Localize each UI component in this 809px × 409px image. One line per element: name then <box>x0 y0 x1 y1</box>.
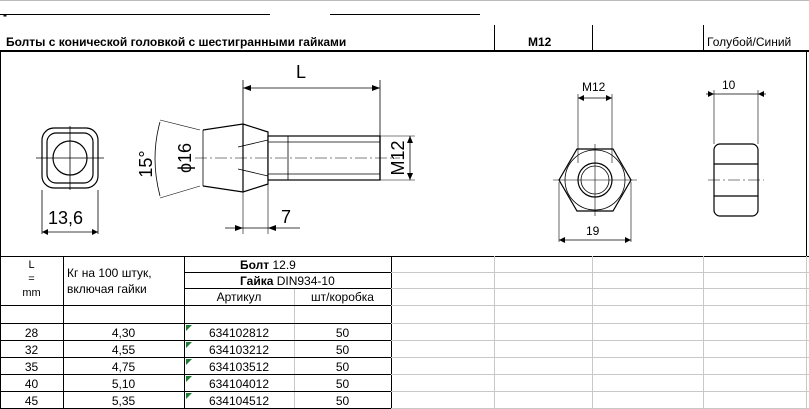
color-label: Голубой/Синий <box>707 35 792 49</box>
cell-length: 45 <box>24 394 39 408</box>
col-kg-line-1: Кг на 100 штук, <box>67 266 152 280</box>
nut-value: DIN934-10 <box>276 274 335 288</box>
col-divider-2 <box>184 256 185 408</box>
col-L-line-2: = <box>28 273 35 285</box>
dim-nut-10-label: 10 <box>722 78 736 92</box>
dim-width-label: 13,6 <box>48 208 83 228</box>
col-divider-3 <box>391 256 392 408</box>
nut-label: Гайка <box>240 274 274 288</box>
top-border <box>0 0 809 1</box>
cell-article: 634103512 <box>208 360 270 374</box>
cell-weight: 5,10 <box>111 377 136 391</box>
top-mid-rule <box>330 14 480 15</box>
gray-rule-3 <box>391 305 809 306</box>
cell-weight: 4,30 <box>111 326 136 340</box>
frame-right <box>806 52 807 256</box>
dim-L-label: L <box>296 62 306 82</box>
cell-length: 40 <box>24 377 39 391</box>
bolt-side-view <box>154 80 415 234</box>
dim-head-label: 7 <box>281 207 291 227</box>
cell-length: 32 <box>24 343 39 357</box>
cell-article: 634104512 <box>208 394 270 408</box>
technical-drawing: L 15° ϕ16 M12 7 13,6 M12 19 10 <box>36 62 766 243</box>
article-header: Артикул <box>216 290 262 304</box>
row-rule <box>0 374 391 375</box>
col-L-line-3: mm <box>22 287 41 299</box>
top-left-rule <box>0 14 270 15</box>
col-divider-4 <box>494 256 495 408</box>
product-title: Болты с конической головкой с шестигранн… <box>6 35 347 49</box>
green-marker-icon <box>186 393 192 399</box>
header-divider-2 <box>592 25 593 51</box>
green-marker-icon <box>186 376 192 382</box>
bolt-end-view <box>36 126 104 235</box>
header-divider-3 <box>703 25 704 51</box>
cell-qty: 50 <box>335 360 350 374</box>
cell-qty: 50 <box>335 343 350 357</box>
cell-length: 28 <box>24 326 39 340</box>
bolt-row-rule <box>184 272 391 273</box>
green-marker-icon <box>186 325 192 331</box>
col-divider-art-qty <box>294 288 295 408</box>
header-bottom <box>0 305 391 306</box>
col-divider-6 <box>703 256 704 408</box>
cell-article: 634104012 <box>208 377 270 391</box>
gray-rule-4 <box>391 323 809 324</box>
cell-qty: 50 <box>335 326 350 340</box>
header-divider-1 <box>494 25 495 51</box>
row-rule <box>0 340 391 341</box>
cell-qty: 50 <box>335 377 350 391</box>
col-divider-5 <box>592 256 593 408</box>
dim-angle-label: 15° <box>136 150 156 177</box>
cell-length: 35 <box>24 360 39 374</box>
row-rule-gray <box>391 374 809 375</box>
bolt-label: Болт <box>240 258 270 272</box>
row-rule <box>0 391 391 392</box>
row-rule-gray <box>391 340 809 341</box>
dim-nut-m12-label: M12 <box>582 80 606 94</box>
frame-left <box>0 52 1 256</box>
gray-rule-2 <box>391 288 809 289</box>
cell-weight: 4,55 <box>111 343 136 357</box>
row-rule-gray <box>391 357 809 358</box>
col-divider-7 <box>806 256 807 408</box>
bolt-value: 12.9 <box>272 258 296 272</box>
cell-weight: 5,35 <box>111 394 136 408</box>
nut-header: Гайка DIN934-10 <box>240 274 335 288</box>
col-divider-1 <box>63 256 64 408</box>
size-label: M12 <box>528 35 552 49</box>
nut-row-rule <box>184 288 391 289</box>
green-marker-icon <box>186 342 192 348</box>
col-L-header: L = mm <box>0 258 63 300</box>
gray-rule-1 <box>391 272 809 273</box>
spacer-row-rule <box>0 323 391 324</box>
nut-front-view <box>553 94 637 243</box>
table-left <box>0 256 1 408</box>
green-marker-icon <box>186 359 192 365</box>
header-bottom-rule <box>0 50 809 52</box>
nut-side-view <box>706 90 766 217</box>
dim-nut-19-label: 19 <box>586 224 600 238</box>
cell-article: 634102812 <box>208 326 270 340</box>
cell-weight: 4,75 <box>111 360 136 374</box>
dim-phi-label: ϕ16 <box>175 143 195 173</box>
col-kg-header: Кг на 100 штук, включая гайки <box>67 265 152 297</box>
dim-m12-side-label: M12 <box>388 140 408 175</box>
qty-header: шт/коробка <box>311 290 374 304</box>
table-top-rule <box>0 256 809 257</box>
row-rule <box>0 357 391 358</box>
row-rule-gray <box>391 391 809 392</box>
header-dash: - <box>3 8 7 22</box>
bolt-header: Болт 12.9 <box>240 258 296 272</box>
cell-qty: 50 <box>335 394 350 408</box>
col-L-line-1: L <box>28 259 35 271</box>
cell-article: 634103212 <box>208 343 270 357</box>
col-kg-line-2: включая гайки <box>67 282 147 296</box>
